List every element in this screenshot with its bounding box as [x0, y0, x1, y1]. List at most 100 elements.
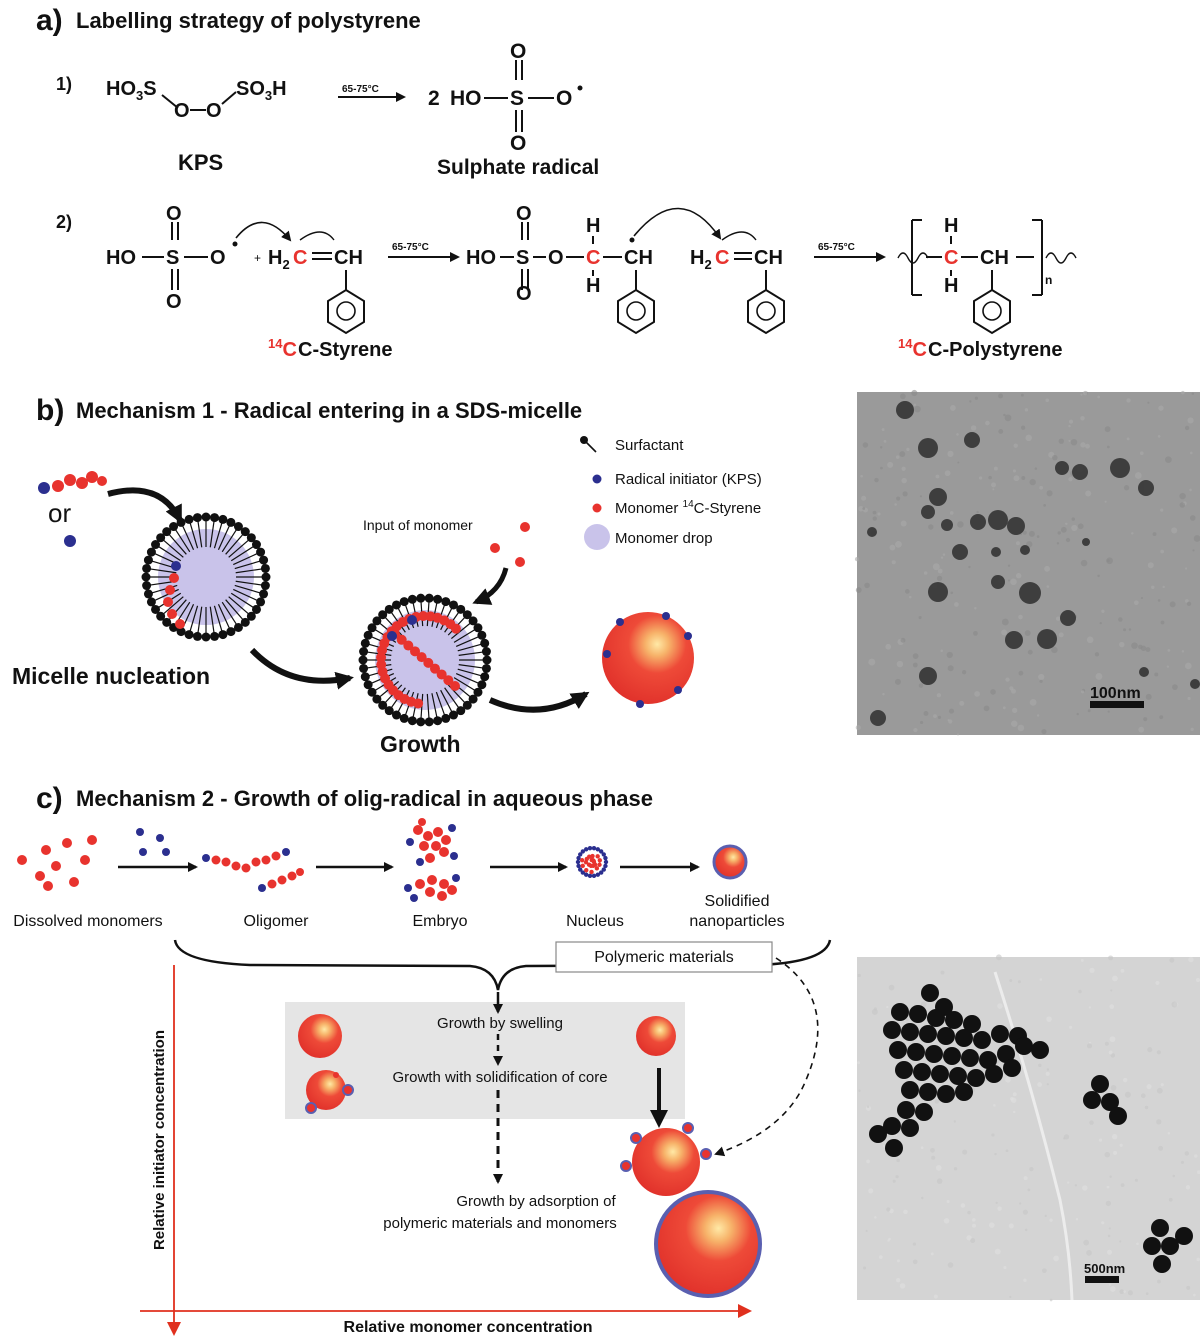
svg-text:C: C [944, 247, 958, 269]
svg-text:14C: 14C [268, 336, 297, 361]
legend-radical: Radical initiator (KPS) [615, 471, 762, 488]
panel-b: b) Mechanism 1 - Radical entering in a S… [12, 394, 762, 757]
legend-monomer: Monomer 14C-Styrene [615, 499, 761, 517]
legend: Surfactant Radical initiator (KPS) Monom… [580, 436, 762, 550]
growth-label: Growth [380, 731, 461, 757]
stage-nucleus: Nucleus [566, 913, 624, 930]
dissolved-monomers [17, 835, 97, 891]
legend-surfactant: Surfactant [615, 437, 684, 454]
solidified-nanoparticle [712, 844, 748, 880]
svg-text:S: S [510, 87, 524, 110]
svg-text:O: O [166, 291, 182, 313]
panel-a: a) Labelling strategy of polystyrene 1) … [36, 4, 1077, 361]
panel-c: c) Mechanism 2 - Growth of olig-radical … [13, 782, 832, 1336]
styrene-label: C-Styrene [298, 339, 392, 361]
panel-b-title: Mechanism 1 - Radical entering in a SDS-… [76, 398, 582, 423]
svg-text:C: C [586, 247, 600, 269]
svg-text:H: H [944, 215, 958, 237]
step-1-label: 1) [56, 74, 72, 94]
panel-b-letter: b) [36, 394, 64, 427]
or-label: or [48, 498, 71, 528]
tem-image-2: 500nm [857, 954, 1200, 1302]
svg-text:HO: HO [450, 87, 482, 110]
polymer-particle [602, 612, 694, 708]
svg-text:H: H [944, 275, 958, 297]
final-particle [654, 1190, 762, 1298]
intermediate-structure: HO S O O O C H H CH H2 C [466, 203, 785, 335]
svg-text:S: S [166, 247, 179, 269]
svg-text:H2: H2 [268, 247, 290, 272]
adsorbing-particle [620, 1122, 712, 1196]
polymeric-materials-box [555, 941, 773, 973]
grouping-brace [173, 939, 832, 991]
svg-text:O: O [548, 247, 564, 269]
svg-text:+: + [254, 251, 261, 265]
svg-text:O: O [166, 203, 182, 225]
svg-text:HO: HO [466, 247, 496, 269]
step-2-label: 2) [56, 212, 72, 232]
svg-text:HO: HO [106, 247, 136, 269]
svg-text:O: O [516, 203, 532, 225]
svg-text:2: 2 [428, 87, 440, 110]
micelle-nucleation-label: Micelle nucleation [12, 663, 210, 689]
svg-text:SO3H: SO3H [236, 78, 287, 103]
svg-text:65-75°C: 65-75°C [392, 242, 429, 253]
adsorption-dashed-arrow [714, 957, 819, 1157]
sulphate-radical-label: Sulphate radical [437, 156, 599, 179]
y-axis-label: Relative initiator concentration [151, 1030, 168, 1250]
oligoradical-chain [38, 471, 107, 494]
panel-c-letter: c) [36, 782, 63, 815]
svg-text:O: O [206, 100, 222, 122]
growth-solidification-label: Growth with solidification of core [392, 1069, 607, 1086]
svg-text:CH: CH [334, 247, 363, 269]
svg-text:C: C [715, 247, 729, 269]
growth-to-particle-arrow [488, 691, 590, 713]
panel-a-title: Labelling strategy of polystyrene [76, 8, 421, 33]
polystyrene-structure: C H H CH n 14C C-Polystyrene [897, 215, 1077, 361]
styrene-structure: H2 C CH 14C C-Styrene [268, 231, 392, 361]
embryo-clusters [404, 818, 460, 902]
polystyrene-label: C-Polystyrene [928, 339, 1063, 361]
kps-structure: HO3S O O SO3H KPS [106, 78, 287, 175]
svg-text:14C: 14C [898, 336, 927, 361]
svg-text:H2: H2 [690, 247, 712, 272]
tem-image-1: 100nm [854, 389, 1200, 736]
x-axis-label: Relative monomer concentration [344, 1319, 593, 1336]
svg-text:O: O [210, 247, 226, 269]
growth-adsorption-label-2: polymeric materials and monomers [383, 1215, 616, 1232]
svg-text:CH: CH [624, 247, 653, 269]
svg-text:O: O [516, 283, 532, 305]
nucleation-to-growth-arrow [249, 647, 354, 690]
tem-1-scale-label: 100nm [1090, 685, 1141, 702]
nucleus [575, 845, 609, 879]
swelling-particle [298, 1014, 342, 1058]
radical-icon [64, 535, 76, 547]
stage-embryo: Embryo [412, 913, 467, 930]
legend-drop: Monomer drop [615, 530, 713, 547]
svg-text:65-75°C: 65-75°C [342, 84, 379, 95]
svg-text:C: C [293, 247, 307, 269]
panel-c-title: Mechanism 2 - Growth of olig-radical in … [76, 786, 653, 811]
svg-text:CH: CH [754, 247, 783, 269]
stage-oligomer: Oligomer [244, 913, 310, 930]
svg-text:CH: CH [980, 247, 1009, 269]
svg-text:S: S [516, 247, 529, 269]
svg-text:H: H [586, 215, 600, 237]
growth-swelling-label: Growth by swelling [437, 1015, 563, 1032]
polymeric-materials-label: Polymeric materials [594, 949, 734, 966]
svg-text:O: O [510, 40, 526, 63]
sulphate-radical-2: HO S O O O [106, 203, 292, 313]
stage-dissolved-monomers: Dissolved monomers [13, 913, 162, 930]
right-swelling-particle [636, 1016, 676, 1056]
micelle-nucleation [141, 512, 271, 642]
kps-label: KPS [178, 150, 223, 175]
input-of-monomer-label: Input of monomer [363, 517, 473, 533]
stage-nanoparticles: nanoparticles [689, 913, 784, 930]
svg-text:O: O [510, 132, 526, 155]
growing-micelle [358, 593, 492, 727]
svg-text:H: H [586, 275, 600, 297]
svg-text:HO3S: HO3S [106, 78, 157, 103]
tem-2-scale-label: 500nm [1084, 1261, 1125, 1276]
solidifying-particle [305, 1070, 354, 1114]
